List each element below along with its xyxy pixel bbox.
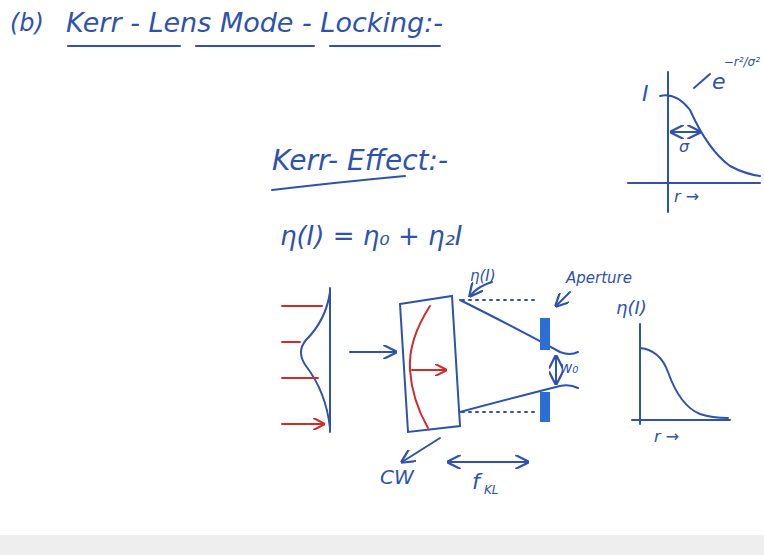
equation: η(I) = η₀ + η₂I	[280, 222, 463, 251]
label: η(I)	[470, 268, 496, 285]
title: Kerr - Lens Mode - Locking:-	[66, 8, 443, 38]
exponent: −r²/σ²	[724, 56, 760, 69]
axis-label: r →	[674, 188, 699, 206]
label: Aperture	[566, 270, 632, 287]
axis-label: r →	[654, 428, 679, 446]
formula: e	[712, 70, 726, 94]
aperture	[540, 392, 550, 422]
beam-edge	[460, 385, 578, 412]
leader	[694, 74, 710, 88]
symbol: σ	[679, 138, 689, 156]
axes	[632, 324, 730, 424]
wavefront	[329, 288, 331, 432]
sigma-arrow	[671, 131, 700, 133]
field-arrow	[282, 306, 324, 424]
footer-bar	[0, 535, 764, 555]
underline	[272, 176, 405, 190]
field-arrow	[412, 369, 446, 371]
gaussian-curve	[660, 95, 760, 176]
kerr-medium	[400, 296, 460, 432]
underline	[68, 45, 440, 47]
index-curve	[640, 348, 728, 418]
leader	[556, 292, 570, 306]
section-letter: (b)	[10, 10, 44, 36]
focal-arrow	[448, 461, 528, 463]
beam-profile	[301, 292, 330, 428]
symbol: w₀	[560, 360, 578, 377]
curved-wavefront	[410, 306, 430, 428]
label: CW	[380, 466, 414, 488]
symbol: f	[472, 470, 480, 494]
beam-edge	[460, 300, 578, 354]
dotted-line	[462, 300, 538, 412]
axis-label: η(I)	[616, 298, 647, 318]
arrow	[350, 351, 396, 353]
leader	[402, 438, 440, 462]
axes	[628, 72, 760, 212]
waist-arrow	[555, 356, 557, 384]
subscript: KL	[484, 484, 499, 497]
axis-label: I	[642, 82, 649, 106]
aperture	[540, 318, 550, 350]
heading: Kerr- Effect:-	[272, 146, 448, 177]
